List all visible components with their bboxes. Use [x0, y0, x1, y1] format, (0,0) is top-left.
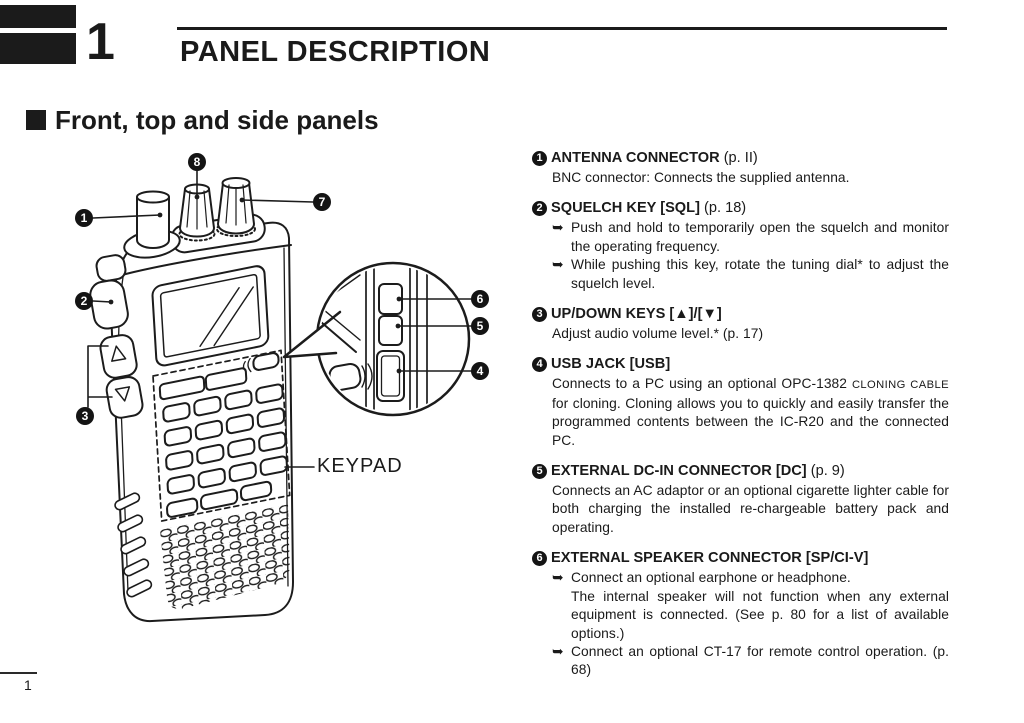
item-text: BNC connector: Connects the supplied ant… — [552, 170, 850, 185]
antenna-connector — [136, 190, 170, 249]
leader-dots — [108, 194, 402, 374]
item-heading-text: ANTENNA CONNECTOR — [551, 150, 720, 166]
chapter-tab-bar-bottom — [0, 33, 76, 64]
left-knob — [178, 183, 216, 242]
display — [151, 265, 270, 367]
item-page-ref: (p. II) — [719, 150, 758, 166]
item-number-badge: 6 — [532, 551, 547, 567]
bullet-text: Connect an optional CT-17 for remote con… — [571, 643, 949, 678]
item-text: Connects an AC adaptor or an optional ci… — [552, 483, 949, 535]
item-bullet: ➥ Connect an optional CT-17 for remote co… — [552, 643, 949, 680]
square-bullet-icon — [26, 110, 46, 130]
squelch-key — [89, 279, 129, 330]
small-side-button — [328, 363, 373, 391]
leader-lines — [87, 170, 472, 468]
callout-5: 5 — [471, 317, 489, 335]
keypad — [152, 349, 291, 522]
text-segment: Connects to a PC using an optional OPC-1… — [552, 376, 852, 392]
item-number-badge: 2 — [532, 201, 547, 217]
panel-items: 1 ANTENNA CONNECTOR (p. II) BNC connector:… — [532, 149, 949, 692]
item-number-badge: 1 — [532, 151, 547, 166]
bullet-text: While pushing this key, rotate the tunin… — [571, 257, 949, 291]
item-heading-text: SQUELCH KEY [SQL] — [551, 200, 700, 217]
callout-7: 7 — [313, 193, 331, 211]
side-buttons — [89, 254, 144, 419]
panel-item-1: 1 ANTENNA CONNECTOR (p. II) BNC connector:… — [532, 149, 949, 187]
bullet-text: Connect an optional earphone or headphon… — [571, 570, 851, 586]
item-heading: 1 ANTENNA CONNECTOR (p. II) — [532, 149, 949, 168]
down-key — [105, 376, 144, 419]
callout-3: 3 — [76, 407, 94, 425]
item-text: Connects to a PC using an optional OPC-1… — [552, 375, 949, 450]
up-key — [99, 334, 138, 379]
arrow-bullet-icon: ➥ — [552, 220, 564, 236]
page-number: 1 — [24, 677, 32, 693]
chapter-title: PANEL DESCRIPTION — [180, 36, 491, 68]
dc-jack-cover — [378, 315, 403, 346]
grip-ridges — [114, 492, 153, 598]
right-knob — [216, 177, 256, 237]
page-number-rule — [0, 672, 37, 674]
item-heading-text: UP/DOWN KEYS [▲]/[▼] — [551, 306, 722, 323]
keypad-label: KEYPAD — [317, 455, 403, 477]
callout-6: 6 — [471, 290, 489, 308]
text-segment: for cloning. Cloning allows you to quick… — [552, 395, 949, 448]
arrow-bullet-icon: ➥ — [552, 257, 564, 273]
title-rule — [177, 27, 947, 30]
item-text: The internal speaker will not function w… — [571, 588, 949, 641]
section-heading: Front, top and side panels — [26, 105, 379, 136]
side-view-magnifier — [282, 261, 471, 417]
item-heading-text: EXTERNAL SPEAKER CONNECTOR [SP/CI-V] — [551, 550, 869, 567]
top-panel — [123, 213, 266, 259]
radio-body — [110, 221, 294, 623]
bullet-text: Push and hold to temporarily open the sq… — [571, 220, 949, 254]
keypad-keys — [162, 383, 288, 518]
section-heading-text: Front, top and side panels — [55, 105, 379, 135]
item-number-badge: 5 — [532, 464, 547, 480]
item-heading-text: EXTERNAL DC-IN CONNECTOR [DC] — [551, 463, 807, 480]
chapter-number: 1 — [86, 13, 115, 71]
callout-2: 2 — [75, 292, 93, 310]
item-bullet: ➥ Push and hold to temporarily open the s… — [552, 219, 949, 256]
item-page-ref: (p. 9) — [806, 463, 845, 480]
item-page-ref: (p. 18) — [699, 200, 747, 217]
item-bullet: ➥ Connect an optional earphone or headpho… — [552, 569, 949, 587]
speaker-jack-cover — [378, 283, 403, 315]
item-number-badge: 4 — [532, 357, 547, 373]
callout-8: 8 — [188, 153, 206, 171]
callout-4: 4 — [471, 362, 489, 380]
item-bullet: ➥ While pushing this key, rotate the tuni… — [552, 256, 949, 293]
chapter-tab-bar-top — [0, 5, 76, 28]
usb-jack-cover — [376, 350, 405, 402]
item-text: Adjust audio volume level.* (p. 17) — [552, 326, 764, 342]
item-heading-text: USB JACK [USB] — [551, 356, 671, 373]
arrow-bullet-icon: ➥ — [552, 643, 564, 659]
item-number-badge: 3 — [532, 307, 547, 323]
smallcaps-text: CLONING CABLE — [851, 379, 949, 392]
callout-1: 1 — [75, 209, 93, 227]
arrow-bullet-icon: ➥ — [552, 570, 564, 586]
speaker-grille — [160, 504, 290, 609]
